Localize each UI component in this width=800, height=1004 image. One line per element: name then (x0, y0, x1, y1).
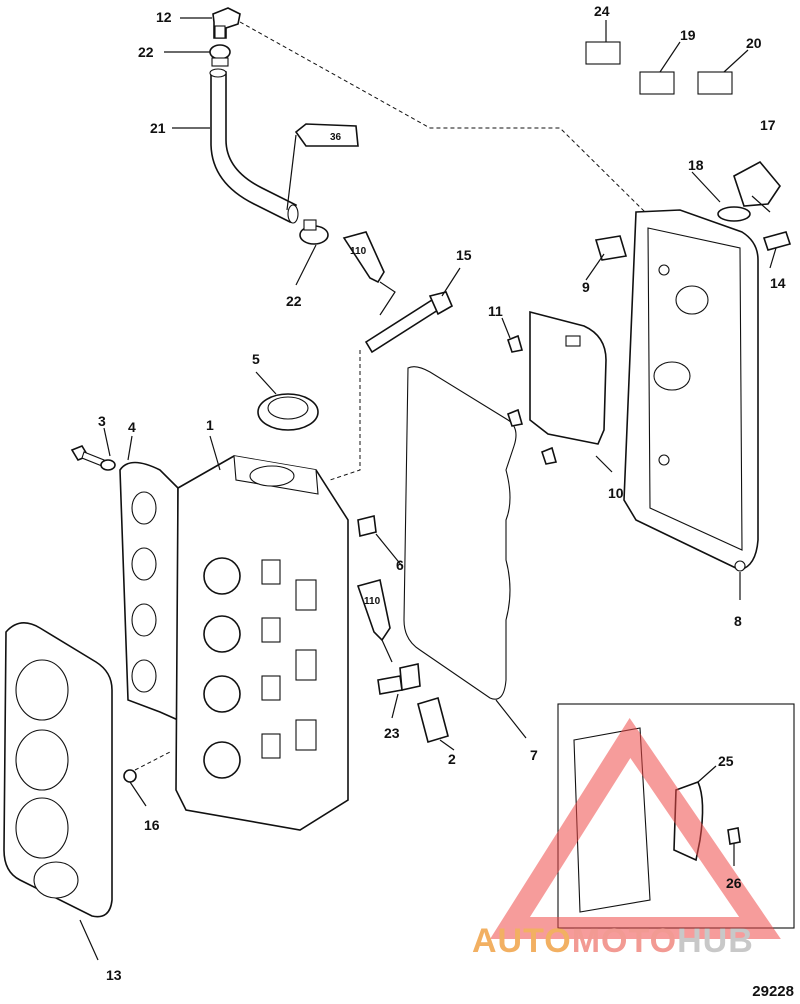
hose-end-top (209, 68, 227, 78)
hose-end-bottom (287, 204, 299, 224)
plate-notch (565, 335, 581, 347)
watermark-text: AUTOMOTOHUB (472, 922, 754, 961)
cover-inner-rim (647, 227, 743, 551)
cover-plate (529, 310, 607, 445)
callout-14: 14 (770, 275, 786, 291)
elbow-fitting (212, 7, 241, 39)
callout-9: 9 (582, 279, 590, 295)
plug-9 (594, 235, 628, 261)
gasket-bores (15, 659, 79, 899)
tube-36-leader (286, 134, 297, 211)
callout-20: 20 (746, 35, 762, 51)
watermark-moto: MOTO (571, 922, 678, 960)
cylinder-head (175, 455, 349, 831)
long-bolt (364, 291, 454, 354)
callout-10: 10 (608, 485, 624, 501)
dowel-pin-6 (357, 515, 377, 537)
dowel-pin-2 (417, 696, 449, 744)
callout-numbers: 12 22 21 22 15 5 3 4 1 11 10 9 17 18 14 … (98, 3, 786, 983)
box-20 (697, 71, 733, 95)
svg-text:110: 110 (350, 246, 367, 257)
hose (210, 71, 297, 224)
washer (100, 459, 116, 471)
bolt-small (70, 445, 105, 467)
dashed-leader-16 (134, 751, 171, 771)
sealant-tube-36: 36 (294, 123, 359, 147)
callout-7: 7 (530, 747, 538, 763)
callout-15: 15 (456, 247, 472, 263)
tube-110-leader (379, 281, 396, 316)
callout-22-bottom: 22 (286, 293, 302, 309)
callout-25: 25 (718, 753, 734, 769)
sealant-tube-110-mid: 110 (356, 579, 391, 642)
hose-clamp-top (209, 44, 231, 67)
inset-screw-26 (727, 827, 741, 845)
svg-text:110: 110 (364, 596, 381, 607)
flange-ports (131, 491, 157, 693)
oil-seal (257, 393, 319, 431)
callout-17: 17 (760, 117, 776, 133)
callout-21: 21 (150, 120, 166, 136)
cover-gasket (403, 366, 517, 700)
callout-2: 2 (448, 751, 456, 767)
leader-lines (79, 17, 777, 961)
callout-6: 6 (396, 557, 404, 573)
callout-12: 12 (156, 9, 172, 25)
watermark-hub: HUB (677, 922, 754, 960)
callout-24: 24 (594, 3, 610, 19)
callout-23: 23 (384, 725, 400, 741)
callout-1: 1 (206, 417, 214, 433)
svg-text:36: 36 (330, 132, 342, 143)
screw-11c (541, 446, 558, 465)
callout-3: 3 (98, 413, 106, 429)
head-ports (203, 557, 241, 779)
dashed-leader-top (239, 21, 649, 216)
dashed-leader-mid (329, 350, 361, 481)
o-ring (717, 206, 751, 222)
dowel-pin-16 (123, 769, 137, 783)
sealant-tube-110-top: 110 (342, 231, 385, 284)
box-19 (639, 71, 675, 95)
manifold-flange (119, 461, 179, 722)
callout-13: 13 (106, 967, 122, 983)
tube-110-mid-leader (381, 639, 393, 663)
callout-22-top: 22 (138, 44, 154, 60)
figure-number: 29228 (752, 983, 794, 1000)
hose-clamp-bottom (299, 219, 329, 245)
bolt-14 (762, 231, 792, 251)
head-ribs (261, 559, 317, 759)
box-24 (585, 41, 621, 65)
callout-18: 18 (688, 157, 704, 173)
screw-11a (507, 334, 524, 353)
cover-bosses (653, 264, 746, 572)
callout-19: 19 (680, 27, 696, 43)
watermark-auto: AUTO (472, 922, 572, 960)
head-top-bore (249, 465, 295, 487)
callout-11: 11 (488, 303, 503, 319)
fitting-23 (377, 663, 421, 695)
inset-cover-sketch (573, 727, 651, 913)
callout-16: 16 (144, 817, 160, 833)
callout-5: 5 (252, 351, 260, 367)
callout-4: 4 (128, 419, 136, 435)
callout-8: 8 (734, 613, 742, 629)
oil-fill-cap (733, 160, 781, 207)
callout-26: 26 (726, 875, 742, 891)
screw-11b (507, 408, 524, 427)
watermark-triangle (490, 717, 781, 939)
